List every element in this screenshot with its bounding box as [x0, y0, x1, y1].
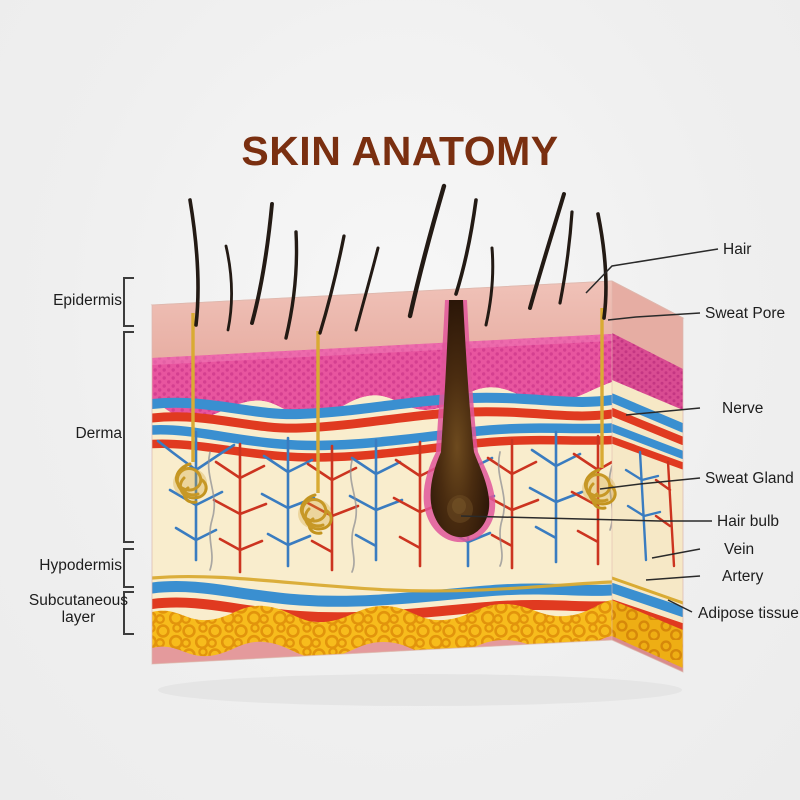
leader-lines: [460, 248, 719, 613]
label-artery: Artery: [722, 568, 764, 585]
label-hair-bulb: Hair bulb: [717, 513, 780, 530]
label-sweat-pore: Sweat Pore: [705, 305, 786, 322]
label-nerve: Nerve: [722, 400, 764, 417]
leader-sweat-pore: [607, 312, 701, 321]
bracket-epidermis: [123, 277, 134, 327]
layer-brackets: [123, 277, 134, 635]
leader-hair: [585, 248, 719, 294]
leader-nerve: [625, 407, 701, 416]
skin-front-face: [152, 281, 612, 664]
sweat-gland-mid: [298, 331, 333, 535]
label-sweat-gland: Sweat Gland: [705, 470, 794, 487]
bracket-derma: [123, 331, 134, 543]
label-vein: Vein: [724, 541, 755, 558]
bracket-subcutaneous: [123, 591, 134, 635]
label-hypodermis: Hypodermis: [39, 557, 122, 574]
leader-vein: [651, 548, 701, 559]
bracket-hypodermis: [123, 548, 134, 588]
sweat-gland-left: [173, 313, 208, 504]
label-adipose-tissue: Adipose tissue: [698, 605, 799, 622]
leader-artery: [645, 575, 701, 581]
sweat-gland-right: [582, 308, 617, 510]
label-derma: Derma: [75, 425, 122, 442]
hair-follicle: [423, 300, 496, 543]
page-title: SKIN ANATOMY: [241, 128, 559, 174]
leader-hair-bulb: [460, 515, 712, 522]
leader-sweat-gland: [599, 477, 701, 490]
label-subcutaneous-line1: Subcutaneous: [28, 592, 128, 609]
skin-block: [150, 280, 685, 706]
label-hair: Hair: [723, 241, 752, 258]
label-subcutaneous-layer: Subcutaneous layer: [29, 592, 128, 627]
hair-strands: [188, 183, 608, 340]
leader-adipose-tissue: [667, 599, 693, 613]
skin-side-face: [612, 281, 683, 672]
label-epidermis: Epidermis: [53, 292, 122, 309]
label-subcutaneous-line2: layer: [61, 609, 96, 627]
